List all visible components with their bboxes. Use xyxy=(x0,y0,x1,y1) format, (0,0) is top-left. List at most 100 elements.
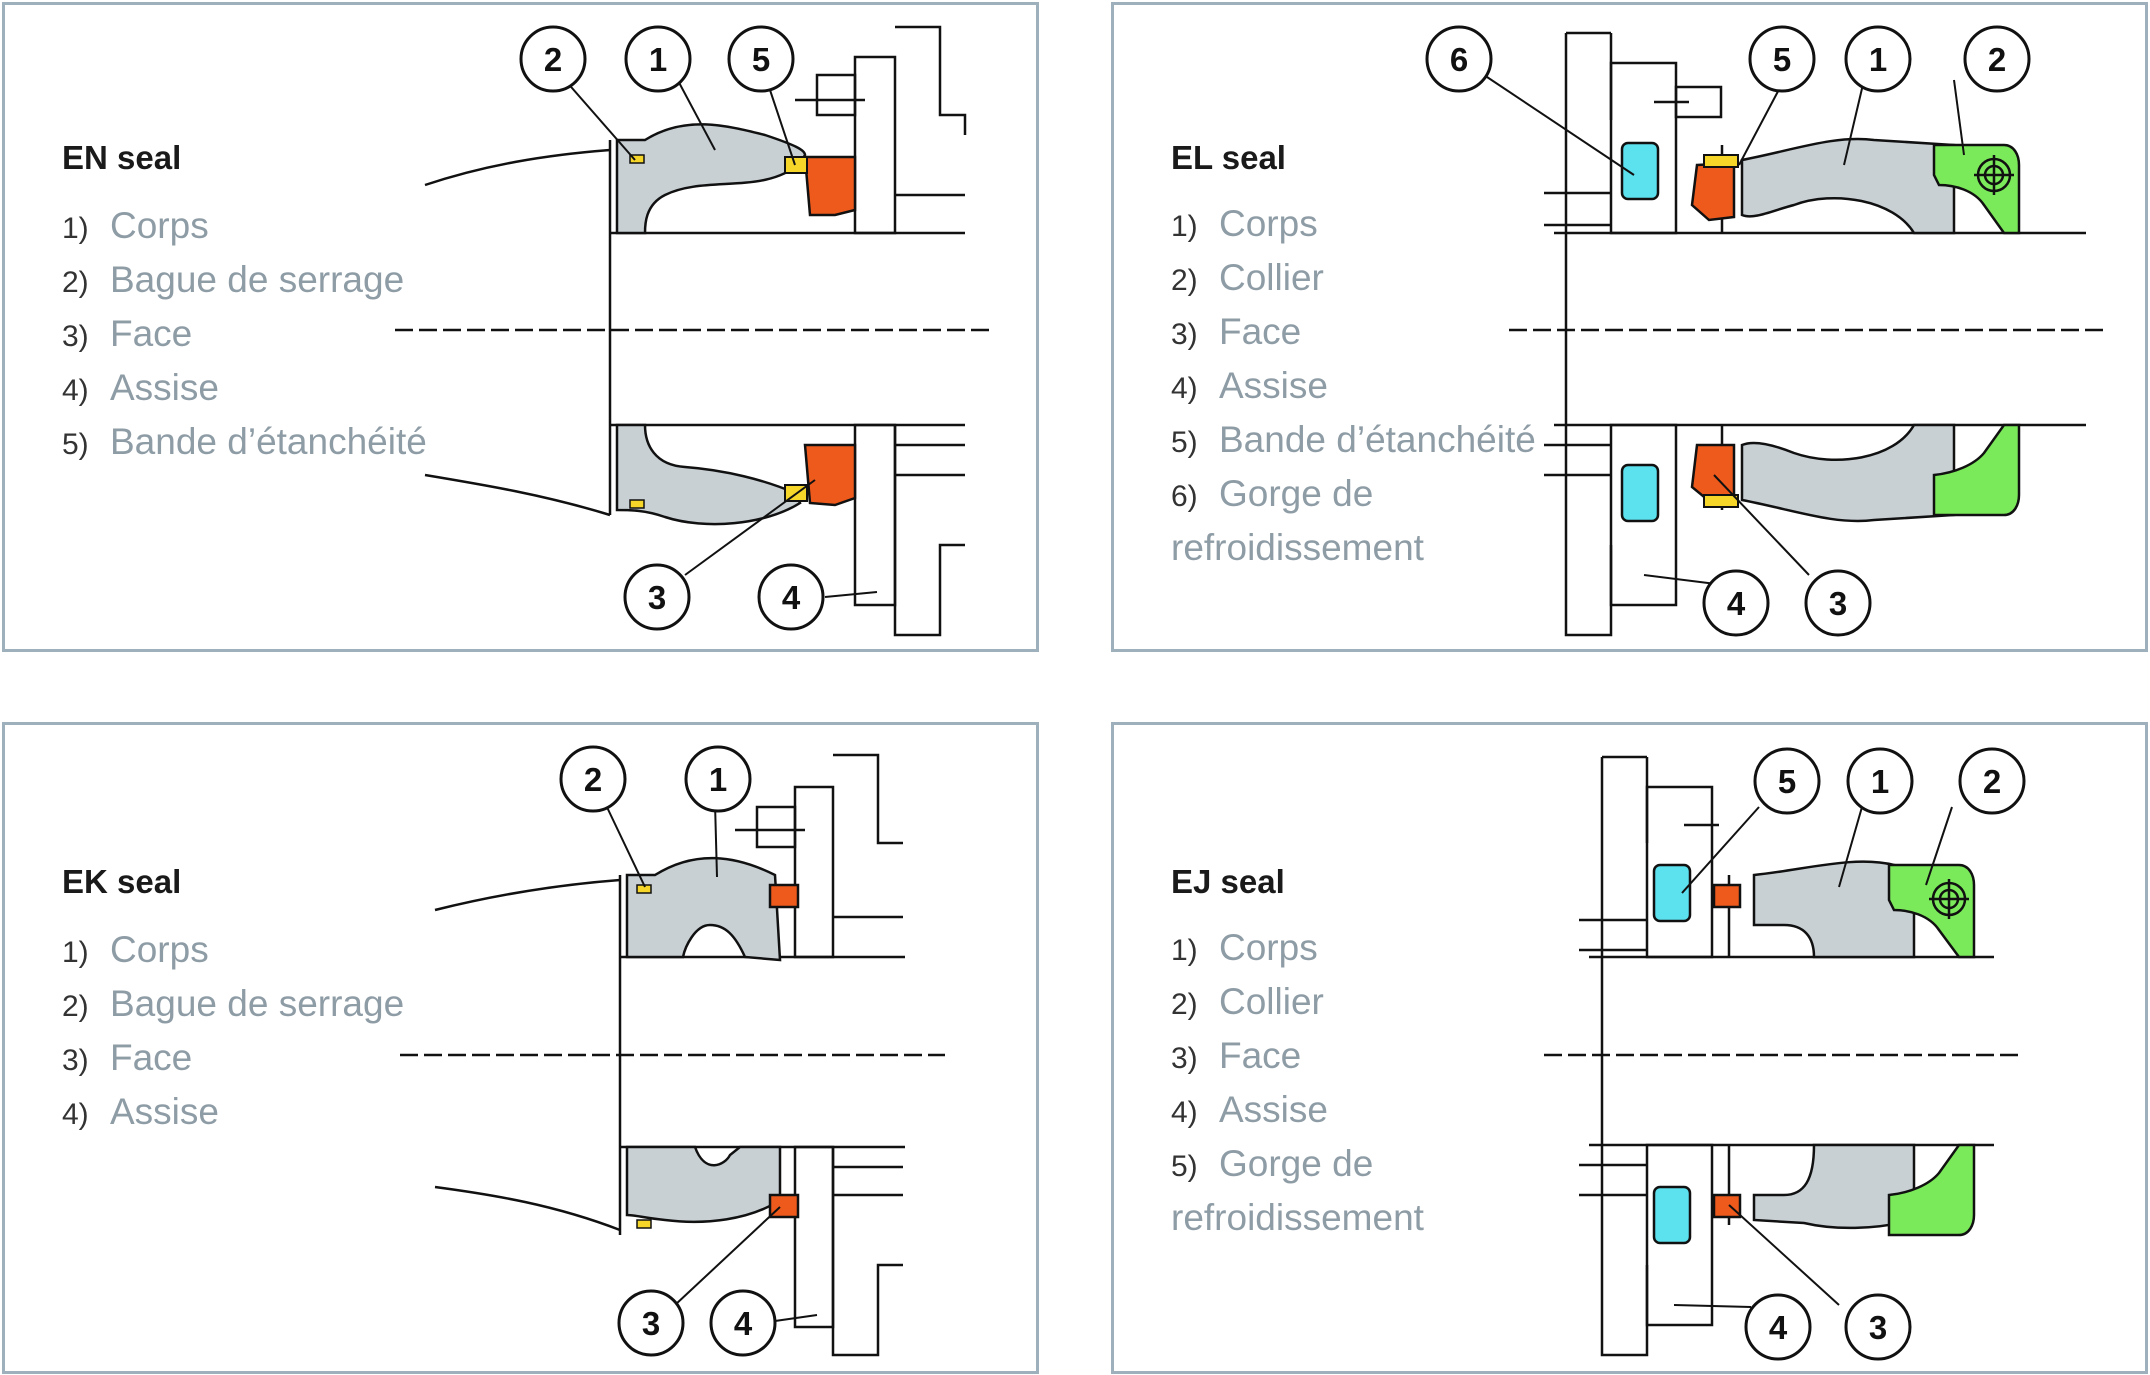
legend-item: 2)Collier xyxy=(1171,981,1324,1022)
face-part xyxy=(803,155,857,217)
face-part xyxy=(1690,161,1736,222)
svg-text:2: 2 xyxy=(1983,763,2001,800)
el-seal-panel: EL seal 1)Corps 2)Collier 3)Face 4)Assis… xyxy=(1111,2,2148,652)
cooling-groove xyxy=(1620,141,1660,201)
collar-part xyxy=(1887,1143,1976,1237)
collar-part xyxy=(1932,423,2021,517)
body-part xyxy=(625,1145,782,1224)
svg-text:1: 1 xyxy=(1871,763,1889,800)
parts-legend: 1)Corps 2)Collier 3)Face 4)Assise 5)Band… xyxy=(1171,197,1536,575)
callout-badge: 4 xyxy=(1702,569,1770,637)
seal-cross-section: 5 1 2 4 3 xyxy=(1544,747,2026,1361)
legend-item-cont: refroidissement xyxy=(1171,1197,1424,1238)
callout-badge: 5 xyxy=(1753,747,1821,815)
collar-part xyxy=(1887,863,1976,959)
legend-item: 4)Assise xyxy=(1171,1089,1328,1130)
body-part xyxy=(1740,423,1956,523)
callout-badge: 6 xyxy=(1425,25,1493,93)
body-part xyxy=(625,856,782,962)
svg-text:4: 4 xyxy=(1769,1309,1788,1346)
ej-seal-panel: EJ seal 1)Corps 2)Collier 3)Face 4)Assis… xyxy=(1111,722,2148,1374)
callout-badge: 1 xyxy=(684,745,752,813)
callout-badge: 4 xyxy=(709,1289,777,1357)
callout-badge: 5 xyxy=(727,25,795,93)
callout-badge: 3 xyxy=(1844,1293,1912,1361)
legend-item: 2)Bague de serrage xyxy=(62,259,405,300)
svg-text:5: 5 xyxy=(1773,41,1791,78)
callout-badge: 2 xyxy=(519,25,587,93)
face-part xyxy=(803,443,857,507)
callout-badge: 1 xyxy=(1846,747,1914,815)
svg-text:1: 1 xyxy=(709,761,727,798)
callout-badge: 3 xyxy=(623,563,691,631)
panel-title: EL seal xyxy=(1171,139,1286,176)
svg-text:1: 1 xyxy=(1869,41,1887,78)
parts-legend: 1)Corps 2)Collier 3)Face 4)Assise 5)Gorg… xyxy=(1171,921,1424,1245)
legend-item: 6)Gorge de xyxy=(1171,473,1374,514)
svg-text:4: 4 xyxy=(734,1305,753,1342)
panel-title: EK seal xyxy=(62,863,182,900)
svg-text:2: 2 xyxy=(584,761,602,798)
callout-badge: 3 xyxy=(1804,569,1872,637)
legend-item: 3)Face xyxy=(62,313,193,354)
callout-badge: 4 xyxy=(1744,1293,1812,1361)
svg-text:2: 2 xyxy=(544,41,562,78)
svg-text:5: 5 xyxy=(752,41,770,78)
svg-text:4: 4 xyxy=(782,579,801,616)
legend-item: 1)Corps xyxy=(1171,927,1318,968)
face-part xyxy=(1712,883,1742,909)
parts-legend: 1)Corps 2)Bague de serrage 3)Face 4)Assi… xyxy=(62,923,404,1139)
legend-item-cont: refroidissement xyxy=(1171,527,1424,568)
legend-item: 2)Bague de serrage xyxy=(62,983,405,1024)
face-part xyxy=(768,883,800,909)
cooling-groove xyxy=(1652,863,1692,923)
cooling-groove xyxy=(1620,463,1660,523)
en-seal-panel: EN seal 1)Corps 2)Bague de serrage 3)Fac… xyxy=(2,2,1039,652)
legend-item: 3)Face xyxy=(1171,1035,1302,1076)
parts-legend: 1)Corps 2)Bague de serrage 3)Face 4)Assi… xyxy=(62,199,427,469)
cooling-groove xyxy=(1652,1185,1692,1245)
svg-text:5: 5 xyxy=(1778,763,1796,800)
svg-text:3: 3 xyxy=(642,1305,660,1342)
face-part xyxy=(1712,1193,1742,1219)
legend-item: 4)Assise xyxy=(62,367,219,408)
legend-item: 1)Corps xyxy=(1171,203,1318,244)
body-part xyxy=(615,423,802,526)
legend-item: 1)Corps xyxy=(62,929,209,970)
callout-badge: 2 xyxy=(559,745,627,813)
svg-text:3: 3 xyxy=(1869,1309,1887,1346)
svg-text:3: 3 xyxy=(1829,585,1847,622)
collar-screw-icon xyxy=(1929,879,1969,919)
legend-item: 2)Collier xyxy=(1171,257,1324,298)
face-part xyxy=(1690,443,1736,503)
callout-badge: 3 xyxy=(617,1289,685,1357)
ek-seal-panel: EK seal 1)Corps 2)Bague de serrage 3)Fac… xyxy=(2,722,1039,1374)
callout-badge: 2 xyxy=(1958,747,2026,815)
svg-text:4: 4 xyxy=(1727,585,1746,622)
callout-badge: 4 xyxy=(757,563,825,631)
legend-item: 5)Bande d’étanchéité xyxy=(1171,419,1536,460)
legend-item: 5)Bande d’étanchéité xyxy=(62,421,427,462)
seal-cross-section: 2 1 3 4 xyxy=(400,745,945,1357)
collar-screw-icon xyxy=(1974,155,2014,195)
body-part xyxy=(1740,137,1956,235)
svg-text:2: 2 xyxy=(1988,41,2006,78)
panel-title: EJ seal xyxy=(1171,863,1285,900)
callout-badge: 1 xyxy=(624,25,692,93)
seal-cross-section: 2 1 5 3 4 xyxy=(395,25,990,637)
svg-text:3: 3 xyxy=(648,579,666,616)
legend-item: 4)Assise xyxy=(62,1091,219,1132)
callout-badge: 2 xyxy=(1963,25,2031,93)
legend-item: 3)Face xyxy=(1171,311,1302,352)
callout-badge: 5 xyxy=(1748,25,1816,93)
callout-badge: 1 xyxy=(1844,25,1912,93)
svg-text:6: 6 xyxy=(1450,41,1468,78)
panel-title: EN seal xyxy=(62,139,182,176)
svg-text:1: 1 xyxy=(649,41,667,78)
legend-item: 3)Face xyxy=(62,1037,193,1078)
face-part xyxy=(768,1193,800,1219)
legend-item: 5)Gorge de xyxy=(1171,1143,1374,1184)
legend-item: 1)Corps xyxy=(62,205,209,246)
legend-item: 4)Assise xyxy=(1171,365,1328,406)
seal-cross-section: 6 5 1 2 4 3 xyxy=(1425,25,2109,637)
